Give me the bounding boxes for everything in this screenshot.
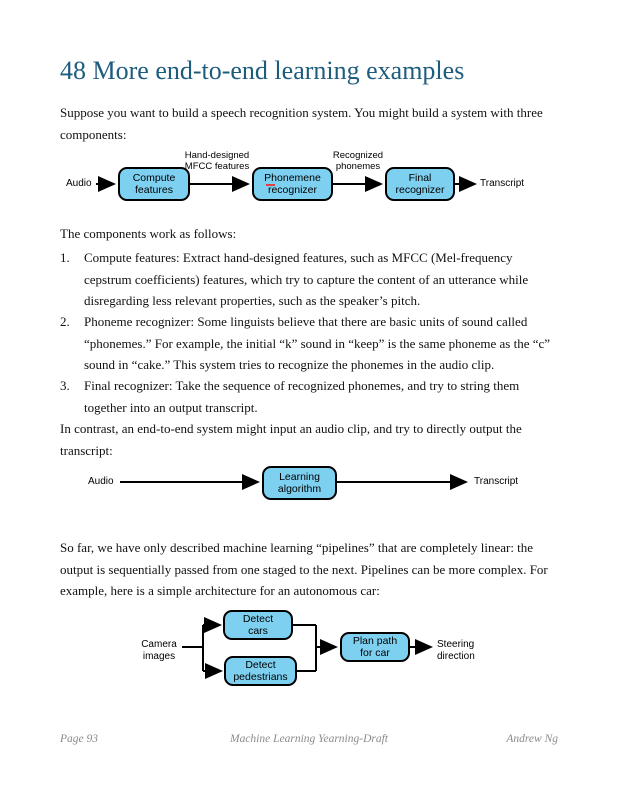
paragraph-components-intro: The components work as follows: xyxy=(60,226,237,241)
autonomous-car-figure: Camera images Detect cars Detect pedestr… xyxy=(60,599,558,695)
footer-book-title: Machine Learning Yearning-Draft xyxy=(229,733,389,745)
plan-path-node: Plan path for car xyxy=(340,632,410,662)
figure1-edge1-label: Hand-designed MFCC features xyxy=(184,150,250,172)
detect-pedestrians-node: Detect pedestrians xyxy=(224,656,297,686)
end-to-end-connectors xyxy=(120,474,468,490)
list-item-3: 3. Final recognizer: Take the sequence o… xyxy=(60,375,558,418)
list-item-2-number: 2. xyxy=(60,314,70,329)
chapter-title: 48 More end-to-end learning examples xyxy=(60,56,465,85)
detect-cars-node: Detect cars xyxy=(223,610,293,640)
footer-author: Andrew Ng xyxy=(506,733,558,745)
list-item-1: 1. Compute features: Extract hand-design… xyxy=(60,247,558,312)
list-item-1-text: Compute features: Extract hand-designed … xyxy=(84,250,529,308)
phoneme-recognizer-node: Phonemene recognizer xyxy=(252,167,333,201)
final-recognizer-node: Final recognizer xyxy=(385,167,455,201)
list-item-2-text: Phoneme recognizer: Some linguists belie… xyxy=(84,314,551,372)
figure1-input-label: Audio xyxy=(66,178,92,189)
list-item-3-text: Final recognizer: Take the sequence of r… xyxy=(84,378,520,415)
paragraph-contrast: In contrast, an end-to-end system might … xyxy=(60,421,522,458)
autonomous-car-connectors xyxy=(182,617,433,679)
paragraph-intro: Suppose you want to build a speech recog… xyxy=(60,105,543,142)
figure3-output-label: Steering direction xyxy=(437,639,475,662)
spellcheck-underline xyxy=(266,184,275,186)
footer-page-number: Page 93 xyxy=(60,733,99,745)
figure2-output-label: Transcript xyxy=(474,476,519,487)
learning-algorithm-node: Learning algorithm xyxy=(262,466,337,500)
figure3-input-label: Camera images xyxy=(141,639,177,662)
list-item-3-number: 3. xyxy=(60,378,70,393)
end-to-end-figure: Audio Learning algorithm Transcript xyxy=(60,459,558,507)
list-item-1-number: 1. xyxy=(60,250,70,265)
figure1-edge2-label: Recognized phonemes xyxy=(332,150,384,172)
paragraph-pipelines: So far, we have only described machine l… xyxy=(60,540,548,598)
list-item-2: 2. Phoneme recognizer: Some linguists be… xyxy=(60,311,558,376)
compute-features-node: Compute features xyxy=(118,167,190,201)
speech-pipeline-connectors xyxy=(96,176,477,192)
figure2-input-label: Audio xyxy=(88,476,114,487)
speech-pipeline-figure: Audio Compute features Hand-designed MFC… xyxy=(60,146,558,214)
figure1-output-label: Transcript xyxy=(480,178,525,189)
